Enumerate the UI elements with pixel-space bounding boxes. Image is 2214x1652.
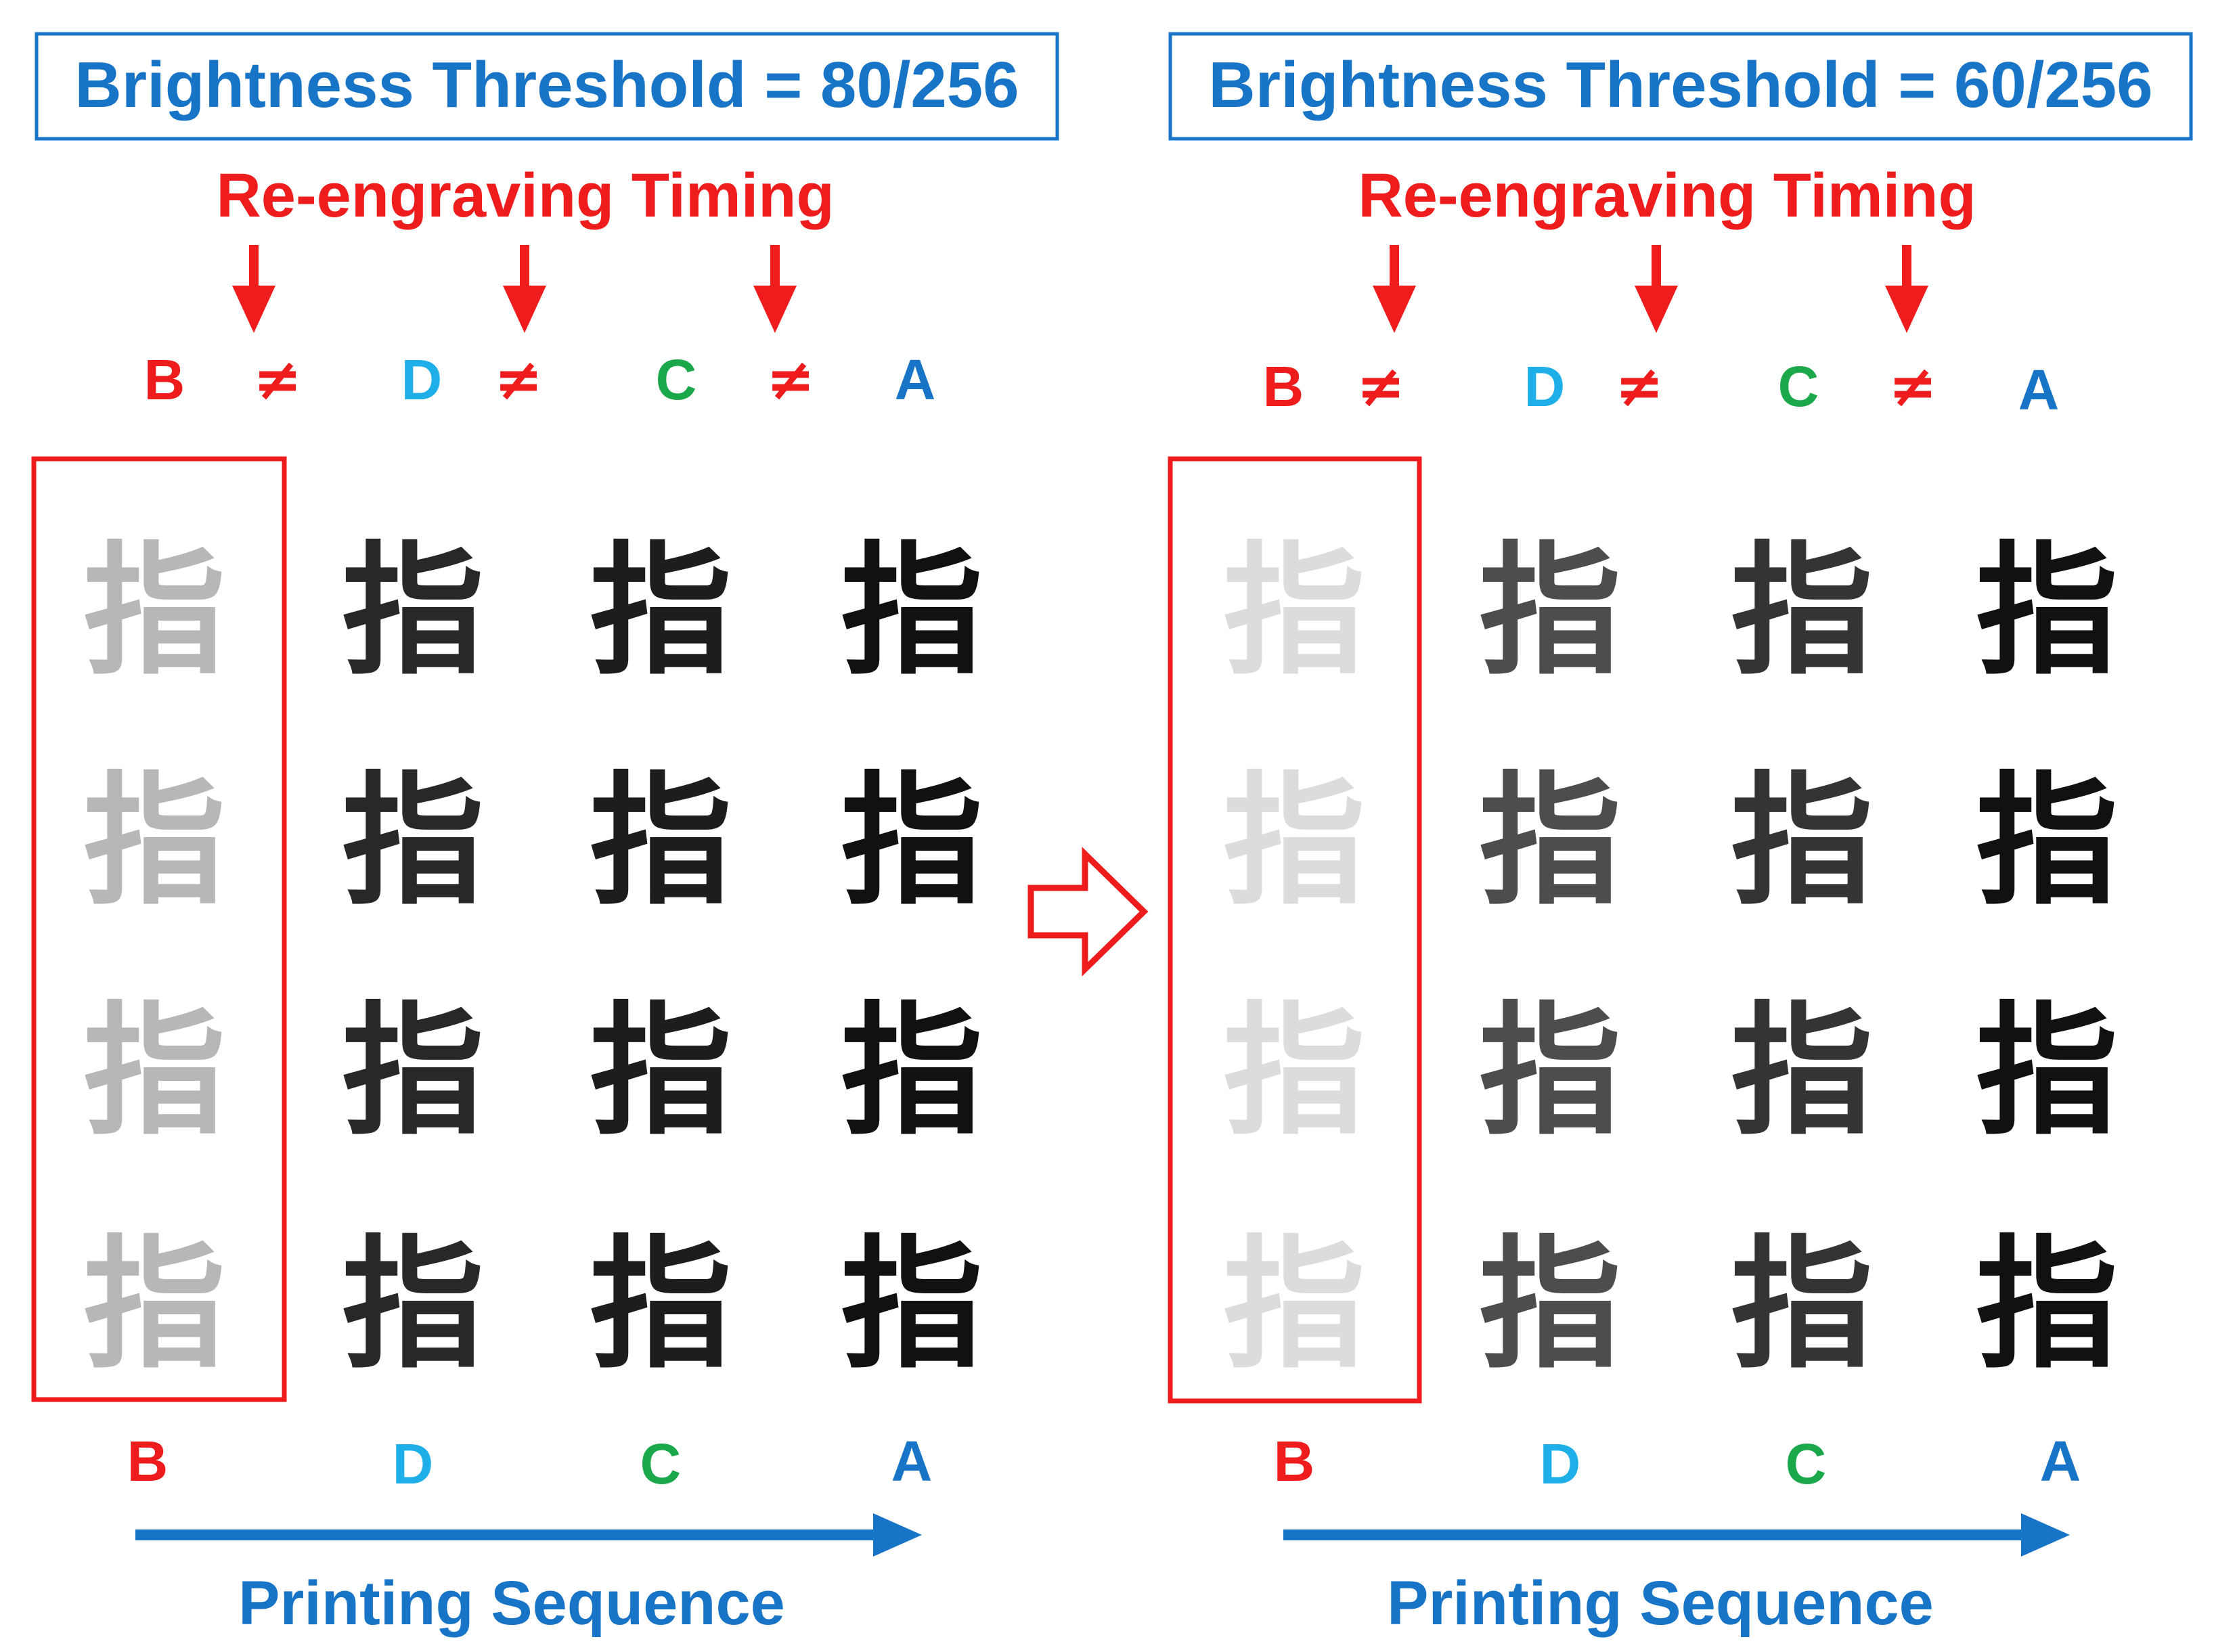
label-c: C bbox=[656, 348, 697, 411]
label-b: B bbox=[144, 348, 185, 411]
bottom-labels-right: B D C A bbox=[1274, 1429, 2081, 1496]
highlight-box-left bbox=[31, 456, 287, 1402]
printed-character: 指 bbox=[1976, 1221, 2118, 1388]
not-equal-sign: ≠ bbox=[1356, 353, 1405, 420]
sequence-label-left: Printing Sequence bbox=[238, 1569, 785, 1638]
label-d: D bbox=[1540, 1432, 1581, 1496]
timing-arrow bbox=[503, 245, 546, 333]
threshold-box-left bbox=[35, 32, 1059, 141]
printed-character: 指 bbox=[841, 1221, 983, 1388]
printed-character: 指 bbox=[1731, 527, 1873, 694]
printed-character: 指 bbox=[1976, 527, 2118, 694]
label-c: C bbox=[640, 1432, 682, 1496]
label-b: B bbox=[127, 1429, 169, 1493]
printed-character: 指 bbox=[83, 987, 225, 1155]
printed-character: 指 bbox=[590, 987, 732, 1155]
printed-character: 指 bbox=[1976, 987, 2118, 1155]
printed-character: 指 bbox=[342, 757, 484, 924]
printed-character: 指 bbox=[1223, 527, 1365, 694]
printed-character: 指 bbox=[83, 527, 225, 694]
printed-character: 指 bbox=[1223, 1221, 1365, 1388]
printed-character: 指 bbox=[83, 757, 225, 924]
label-a: A bbox=[2040, 1429, 2081, 1493]
timing-arrow bbox=[1885, 245, 1928, 333]
timing-arrows-right bbox=[1373, 245, 1928, 333]
not-equal-sign: ≠ bbox=[1888, 353, 1937, 420]
printed-character: 指 bbox=[342, 1221, 484, 1388]
printed-character: 指 bbox=[1479, 757, 1621, 924]
timing-label-right: Re-engraving Timing bbox=[1358, 161, 1976, 230]
printed-character: 指 bbox=[1731, 1221, 1873, 1388]
not-equal-sign: ≠ bbox=[1615, 353, 1664, 420]
not-equal-sign: ≠ bbox=[494, 346, 543, 414]
panel-left: Brightness Threshold = 80/256 Re-engravi… bbox=[31, 32, 1059, 1638]
label-a: A bbox=[895, 348, 936, 411]
label-c: C bbox=[1786, 1432, 1827, 1496]
not-equal-sign: ≠ bbox=[253, 346, 302, 414]
printing-sequence-arrow-right bbox=[1283, 1513, 2070, 1557]
timing-label-left: Re-engraving Timing bbox=[216, 161, 834, 230]
timing-arrows-left bbox=[232, 245, 797, 333]
threshold-label-right: Brightness Threshold = 60/256 bbox=[1208, 49, 2152, 121]
panel-right: Brightness Threshold = 60/256 Re-engravi… bbox=[1168, 32, 2193, 1638]
printed-character: 指 bbox=[1479, 527, 1621, 694]
printed-character: 指 bbox=[841, 527, 983, 694]
printed-character: 指 bbox=[590, 527, 732, 694]
label-a: A bbox=[2018, 358, 2060, 422]
threshold-label-left: Brightness Threshold = 80/256 bbox=[74, 49, 1019, 121]
timing-arrow bbox=[232, 245, 275, 333]
printed-character: 指 bbox=[590, 1221, 732, 1388]
bottom-labels-left: B D C A bbox=[127, 1429, 933, 1496]
label-c: C bbox=[1778, 355, 1819, 418]
highlight-box-right bbox=[1168, 456, 1422, 1404]
label-d: D bbox=[1524, 355, 1566, 418]
printed-character: 指 bbox=[841, 757, 983, 924]
printed-character: 指 bbox=[342, 527, 484, 694]
printed-character: 指 bbox=[841, 987, 983, 1155]
printed-character: 指 bbox=[83, 1221, 225, 1388]
transition-arrow bbox=[1027, 847, 1149, 977]
label-d: D bbox=[401, 348, 443, 411]
top-labels-left: B ≠ D ≠ C ≠ A bbox=[144, 346, 936, 414]
timing-arrow bbox=[753, 245, 797, 333]
timing-arrow bbox=[1373, 245, 1416, 333]
printed-character: 指 bbox=[1479, 987, 1621, 1155]
printed-character: 指 bbox=[1223, 757, 1365, 924]
timing-arrow bbox=[1635, 245, 1678, 333]
label-b: B bbox=[1274, 1429, 1315, 1493]
label-a: A bbox=[891, 1429, 933, 1493]
printed-character: 指 bbox=[342, 987, 484, 1155]
printed-character: 指 bbox=[1731, 757, 1873, 924]
label-b: B bbox=[1263, 355, 1304, 418]
printed-character: 指 bbox=[1479, 1221, 1621, 1388]
printed-character: 指 bbox=[1223, 987, 1365, 1155]
printed-character: 指 bbox=[590, 757, 732, 924]
sequence-label-right: Printing Sequence bbox=[1387, 1569, 1934, 1638]
threshold-box-right bbox=[1168, 32, 2193, 141]
printing-sequence-arrow-left bbox=[135, 1513, 922, 1557]
not-equal-sign: ≠ bbox=[766, 346, 815, 414]
top-labels-right: B ≠ D ≠ C ≠ A bbox=[1263, 353, 2060, 422]
printed-character: 指 bbox=[1976, 757, 2118, 924]
label-d: D bbox=[393, 1432, 434, 1496]
printed-character: 指 bbox=[1731, 987, 1873, 1155]
